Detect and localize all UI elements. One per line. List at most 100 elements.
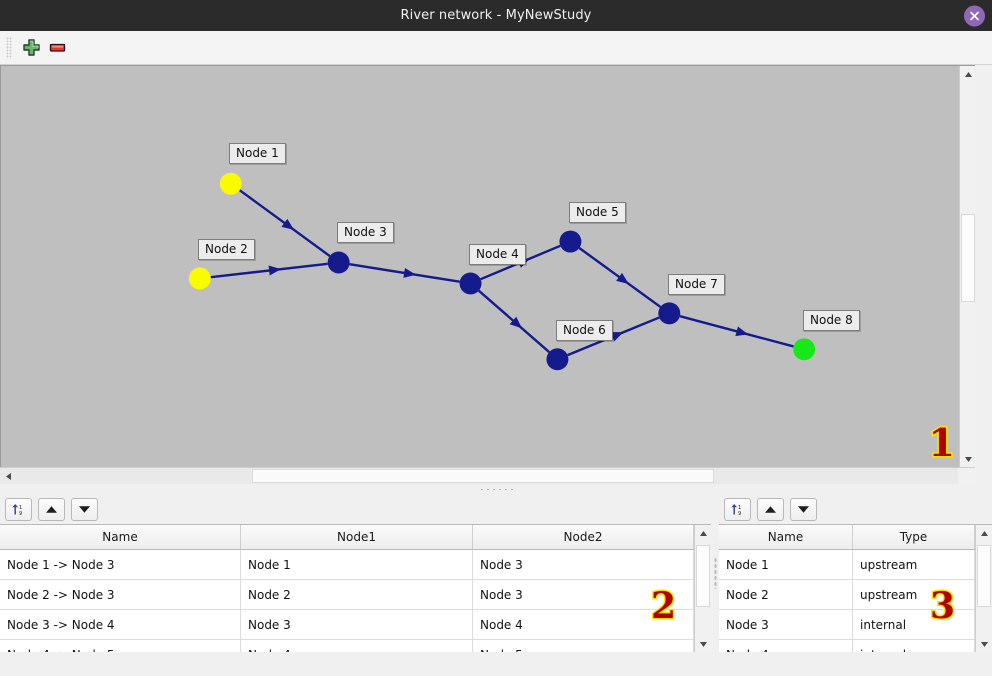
- nodes-scroll-thumb[interactable]: [977, 545, 991, 607]
- table-cell[interactable]: internal: [852, 639, 975, 652]
- table-cell[interactable]: upstream: [852, 579, 975, 610]
- graph-horizontal-scrollbar[interactable]: [0, 467, 975, 484]
- chevron-down-icon: [699, 641, 707, 647]
- graph-node[interactable]: [559, 230, 582, 253]
- chevron-up-icon: [964, 71, 972, 77]
- chevron-up-icon: [699, 530, 707, 536]
- table-cell[interactable]: Node 3: [472, 549, 694, 580]
- graph-node-label: Node 3: [337, 222, 394, 243]
- table-cell[interactable]: Node 4: [240, 639, 473, 652]
- column-header-node1[interactable]: Node1: [240, 525, 473, 550]
- graph-node[interactable]: [546, 348, 569, 371]
- nodes-toolbar: 1 9: [719, 494, 992, 524]
- graph-node[interactable]: [658, 302, 681, 325]
- table-cell[interactable]: Node 3: [719, 609, 853, 640]
- close-button[interactable]: [964, 5, 985, 26]
- connections-scroll-up-button[interactable]: [695, 525, 711, 541]
- nodes-sort-button[interactable]: 1 9: [724, 497, 751, 521]
- splitter-grip: [479, 487, 513, 491]
- table-cell[interactable]: Node 2: [719, 579, 853, 610]
- graph-vertical-scroll-thumb[interactable]: [961, 214, 975, 302]
- nodes-move-down-button[interactable]: [790, 497, 817, 521]
- column-header-node2[interactable]: Node2: [472, 525, 694, 550]
- graph-node[interactable]: [188, 267, 211, 290]
- nodes-scroll-up-button[interactable]: [976, 525, 992, 541]
- graph-nodes[interactable]: [188, 172, 816, 371]
- graph-edge-arrow-icon: [509, 316, 523, 329]
- table-cell[interactable]: Node 5: [472, 639, 694, 652]
- column-header-name[interactable]: Name: [719, 525, 853, 550]
- svg-text:1: 1: [19, 505, 22, 511]
- vertical-splitter[interactable]: [711, 494, 719, 652]
- graph-node[interactable]: [459, 272, 482, 295]
- horizontal-splitter[interactable]: [0, 484, 992, 494]
- arrow-up-icon: [765, 505, 776, 513]
- table-cell[interactable]: internal: [852, 609, 975, 640]
- column-header-type[interactable]: Type: [852, 525, 975, 550]
- table-cell[interactable]: Node 4: [719, 639, 853, 652]
- table-cell[interactable]: Node 1: [719, 549, 853, 580]
- table-cell[interactable]: Node 4 -> Node 5: [0, 639, 241, 652]
- table-cell[interactable]: Node 2 -> Node 3: [0, 579, 241, 610]
- toolbar-grip[interactable]: [6, 36, 12, 59]
- graph-horizontal-scroll-thumb[interactable]: [252, 469, 714, 483]
- add-node-button[interactable]: [18, 35, 44, 61]
- graph-horizontal-scroll-track[interactable]: [16, 468, 959, 484]
- connections-move-down-button[interactable]: [71, 497, 98, 521]
- nodes-move-up-button[interactable]: [757, 497, 784, 521]
- connections-sort-button[interactable]: 1 9: [5, 497, 32, 521]
- graph-node-label: Node 1: [229, 143, 286, 164]
- table-cell[interactable]: Node 1 -> Node 3: [0, 549, 241, 580]
- graph-node-label: Node 8: [803, 310, 860, 331]
- graph-node-label: Node 7: [668, 274, 725, 295]
- table-cell[interactable]: upstream: [852, 549, 975, 580]
- graph-node[interactable]: [327, 251, 350, 274]
- graph-edge-arrow-icon: [735, 326, 749, 337]
- graph-scroll-down-button[interactable]: [960, 451, 975, 467]
- graph-node[interactable]: [219, 172, 242, 195]
- arrow-down-icon: [79, 505, 90, 513]
- arrow-down-icon: [798, 505, 809, 513]
- remove-node-button[interactable]: [44, 35, 70, 61]
- connections-scroll-thumb[interactable]: [696, 545, 710, 607]
- svg-text:1: 1: [738, 505, 741, 511]
- graph-scroll-left-button[interactable]: [0, 468, 16, 484]
- nodes-vertical-scrollbar[interactable]: [975, 525, 992, 652]
- graph-node[interactable]: [793, 338, 816, 361]
- sort-az-icon: 1 9: [12, 503, 22, 517]
- connections-vertical-scrollbar[interactable]: [694, 525, 711, 652]
- table-row[interactable]: Node 4internal: [719, 639, 975, 652]
- table-cell[interactable]: Node 3: [472, 579, 694, 610]
- table-cell[interactable]: Node 1: [240, 549, 473, 580]
- column-header-name[interactable]: Name: [0, 525, 241, 550]
- nodes-scroll-down-button[interactable]: [976, 636, 992, 652]
- table-cell[interactable]: Node 2: [240, 579, 473, 610]
- graph-vertical-scrollbar[interactable]: [959, 66, 975, 467]
- sort-az-icon: 1 9: [731, 503, 741, 517]
- connections-scroll-down-button[interactable]: [695, 636, 711, 652]
- table-cell[interactable]: Node 4: [472, 609, 694, 640]
- table-cell[interactable]: Node 3: [240, 609, 473, 640]
- connections-move-up-button[interactable]: [38, 497, 65, 521]
- main-toolbar: [0, 31, 992, 65]
- table-cell[interactable]: Node 3 -> Node 4: [0, 609, 241, 640]
- graph-scroll-up-button[interactable]: [960, 66, 975, 82]
- network-graph-canvas[interactable]: [1, 66, 975, 467]
